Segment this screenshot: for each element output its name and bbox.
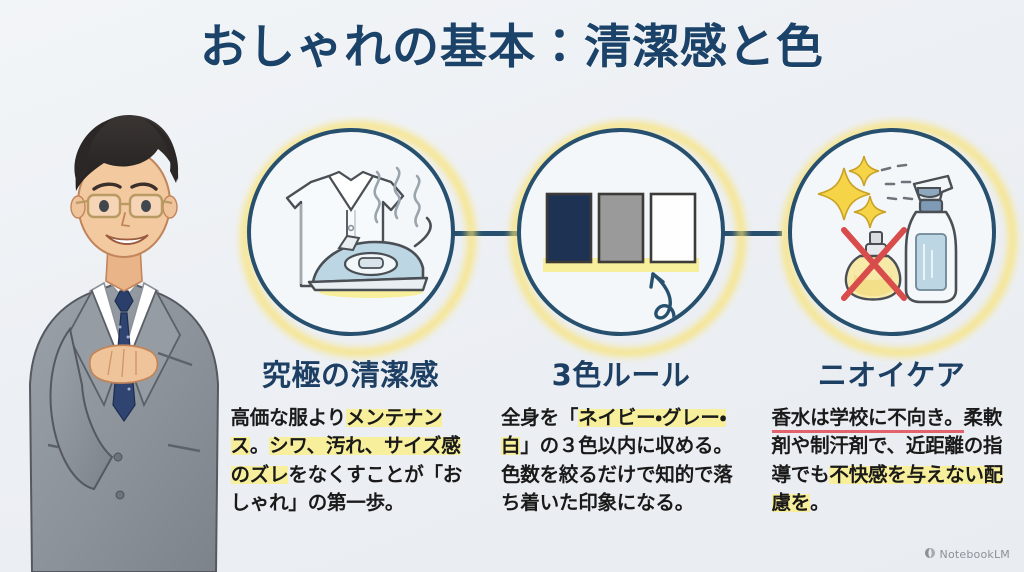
circle-glow-3: [781, 122, 1016, 356]
circle-outline-1: [246, 128, 455, 336]
connector-line-2: [712, 231, 782, 236]
text-run: 全身を「: [501, 406, 579, 429]
connector-line-1: [452, 231, 522, 236]
column-odor-care: ニオイケア 香水は学校に不向き。柔軟剤や制汗剤で、近距離の指導でも不快感を与えな…: [769, 122, 1016, 517]
presenter-illustration: [8, 85, 240, 572]
color-swatches-icon: [543, 192, 699, 330]
watermark-label: NotebookLM: [939, 548, 1010, 561]
text-run: 香水は学校に不向き。: [771, 406, 964, 433]
notebooklm-logo-icon: [924, 547, 936, 562]
column-cleanliness: 究極の清潔感 高価な服よりメンテナンス。シワ、汚れ、サイズ感のズレをなくすことが…: [228, 122, 475, 517]
circle-outline-2: [517, 128, 725, 336]
text-run: をなくすことが「おしゃれ」の第一歩。: [230, 462, 463, 514]
gray-swatch: [597, 192, 645, 264]
column-heading-2: 3色ルール: [551, 358, 691, 392]
column-three-colors: 3色ルール 全身を「ネイビー・グレー・白」の３色以内に収める。色数を絞るだけで知…: [499, 122, 745, 517]
text-run: 。: [810, 490, 830, 514]
column-heading-3: ニオイケア: [817, 358, 966, 392]
icon-circle-2: [511, 122, 745, 356]
page-title: おしゃれの基本：清潔感と色: [200, 20, 824, 75]
icon-circle-1: [240, 122, 475, 356]
icon-circle-3: [781, 122, 1016, 356]
shirt-iron-icon: [285, 166, 432, 298]
curved-arrow-icon: [649, 272, 676, 330]
column-body-1: 高価な服よりメンテナンス。シワ、汚れ、サイズ感のズレをなくすことが「おしゃれ」の…: [230, 404, 471, 517]
column-body-2: 全身を「ネイビー・グレー・白」の３色以内に収める。色数を絞るだけで知的で落ち着い…: [501, 404, 741, 517]
text-run: 。: [249, 434, 270, 458]
content-columns: 究極の清潔感 高価な服よりメンテナンス。シワ、汚れ、サイズ感のズレをなくすことが…: [228, 122, 1016, 517]
circle-glow-1: [240, 122, 475, 356]
prohibited-cross-icon: [840, 227, 907, 301]
column-heading-1: 究極の清潔感: [261, 358, 439, 392]
text-run: 柔軟剤や制汗剤で、近距離の指導でも: [771, 406, 1003, 486]
spray-bottle-icon: [817, 155, 957, 304]
watermark: NotebookLM: [924, 547, 1010, 562]
text-run: 」の３色以内に収める。色数を絞るだけで知的で落ち着いた印象になる。: [501, 434, 733, 514]
white-swatch: [649, 192, 697, 264]
text-run: 高価な服より: [230, 406, 347, 429]
circle-outline-3: [787, 128, 996, 336]
navy-swatch: [545, 192, 593, 264]
column-body-3: 香水は学校に不向き。柔軟剤や制汗剤で、近距離の指導でも不快感を与えない配慮を。: [771, 404, 1012, 517]
sparkle-icon: [817, 155, 886, 229]
circle-glow-2: [511, 122, 745, 356]
